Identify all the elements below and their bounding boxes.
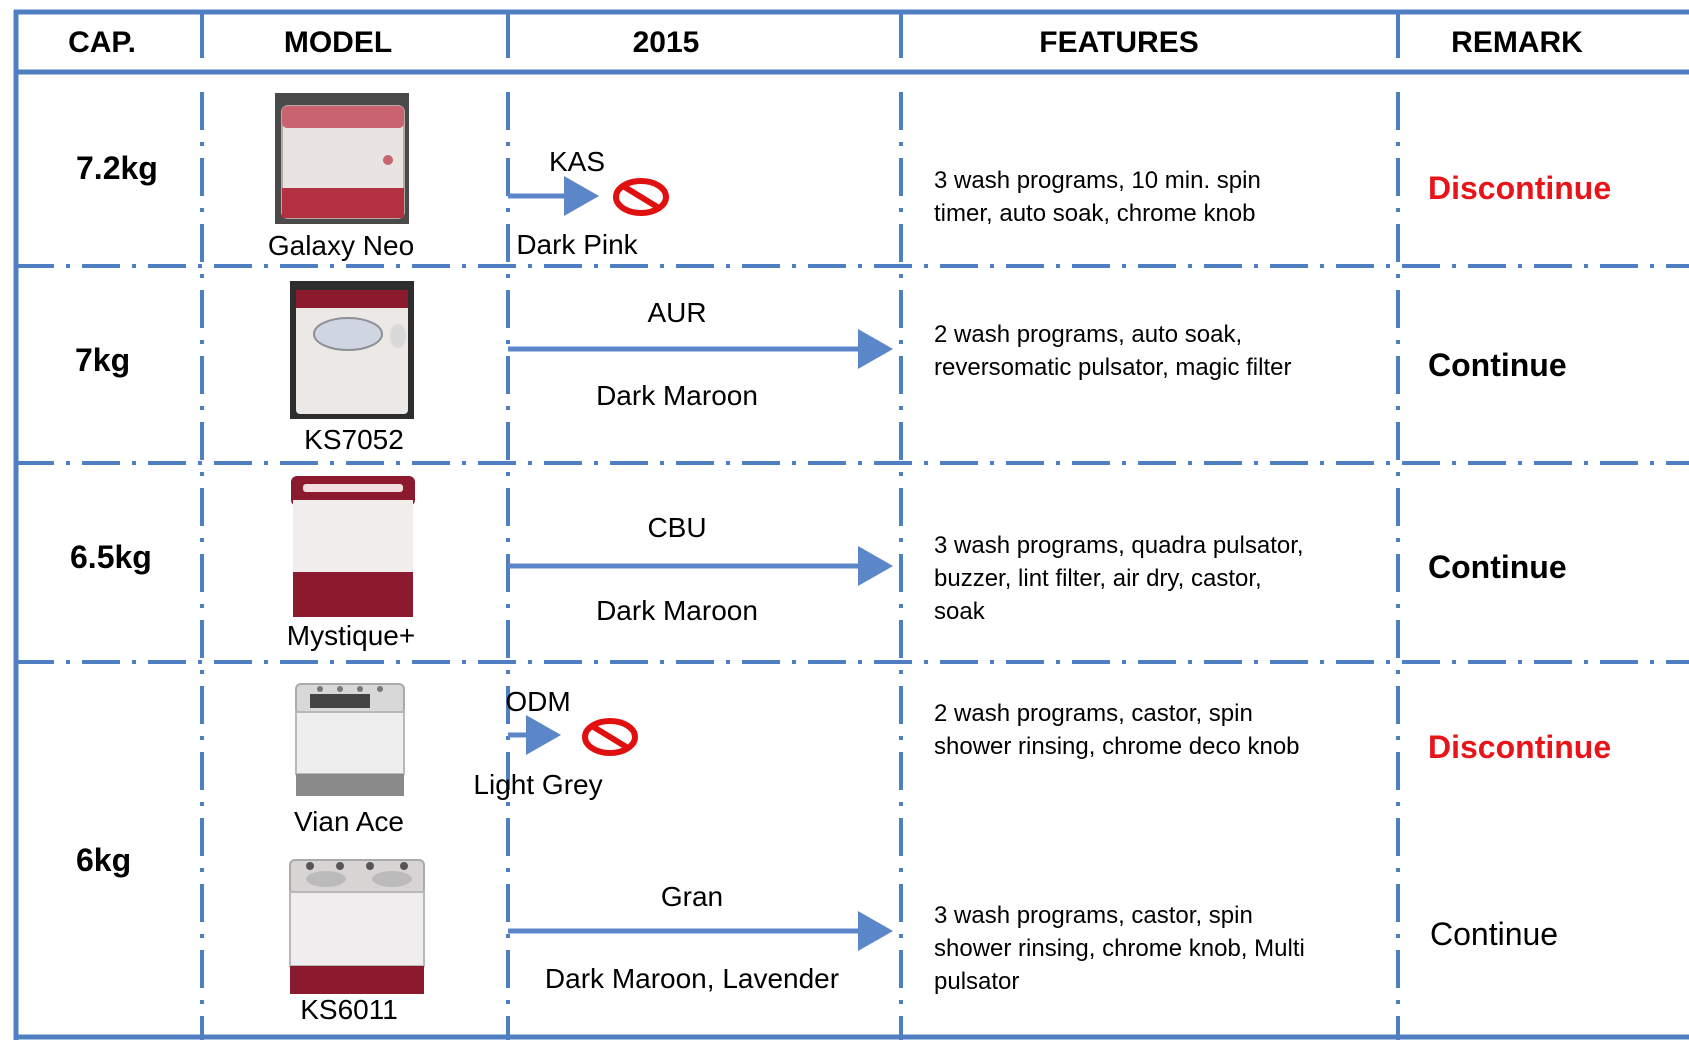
model-name: Mystique+ xyxy=(286,620,416,651)
features-text: 3 wash programs, 10 min. spin timer, aut… xyxy=(934,167,1261,227)
model-color: Dark Maroon, Lavender xyxy=(544,963,840,994)
header-cap: CAP. xyxy=(68,26,136,59)
features-text: 2 wash programs, castor, spin shower rin… xyxy=(934,700,1300,760)
remark-discontinue: Discontinue xyxy=(1428,729,1612,765)
vian-ace-image xyxy=(295,683,405,796)
ks7052-image xyxy=(290,281,414,419)
header-model: MODEL xyxy=(283,26,393,59)
ks6011-image xyxy=(289,859,425,994)
model-color: Dark Maroon xyxy=(596,595,758,626)
capacity-cell: 7.2kg xyxy=(76,150,158,186)
model-code: KAS xyxy=(548,146,606,177)
capacity-cell: 6kg xyxy=(76,842,132,878)
model-name: Vian Ace xyxy=(293,806,405,837)
model-name: KS7052 xyxy=(304,424,404,455)
model-color: Dark Pink xyxy=(516,229,638,260)
model-code: ODM xyxy=(505,686,571,717)
model-code: CBU xyxy=(647,512,707,543)
capacity-cell: 7kg xyxy=(75,342,131,378)
prohibited-icon xyxy=(613,178,669,216)
features-text: 3 wash programs, castor, spin shower rin… xyxy=(934,902,1305,995)
header-features: FEATURES xyxy=(1039,26,1199,59)
model-color: Dark Maroon xyxy=(596,380,758,411)
model-code: AUR xyxy=(647,297,707,328)
row-separators xyxy=(16,264,1689,664)
remark-continue: Continue xyxy=(1428,347,1567,383)
header-remark: REMARK xyxy=(1451,26,1583,59)
prohibited-icon xyxy=(582,718,638,756)
model-code: Gran xyxy=(660,881,724,912)
model-color: Light Grey xyxy=(473,769,603,800)
features-text: 2 wash programs, auto soak, reversomatic… xyxy=(934,321,1292,381)
galaxy-neo-image xyxy=(275,93,409,224)
remark-discontinue: Discontinue xyxy=(1428,170,1612,206)
mystique-plus-image xyxy=(291,476,415,617)
model-name: Galaxy Neo xyxy=(267,230,415,261)
header-separators xyxy=(200,14,1400,58)
features-text: 3 wash programs, quadra pulsator, buzzer… xyxy=(934,532,1304,625)
model-name: KS6011 xyxy=(300,994,398,1025)
header-year: 2015 xyxy=(632,26,700,59)
remark-continue: Continue xyxy=(1430,916,1559,952)
remark-continue: Continue xyxy=(1428,549,1567,585)
capacity-cell: 6.5kg xyxy=(70,539,152,575)
